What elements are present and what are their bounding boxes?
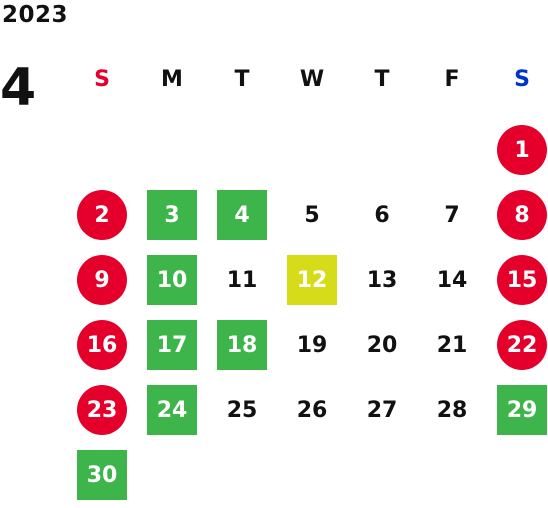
calendar-day-24[interactable]: 24 bbox=[137, 378, 207, 443]
calendar-day-8[interactable]: 8 bbox=[487, 183, 548, 248]
month-number: 4 bbox=[0, 58, 37, 118]
day-number: 23 bbox=[77, 385, 127, 435]
day-number: 24 bbox=[147, 385, 197, 435]
day-number: 4 bbox=[217, 190, 267, 240]
weekday-friday: F bbox=[444, 67, 460, 92]
calendar-day-25[interactable]: 25 bbox=[207, 378, 277, 443]
day-number: 30 bbox=[77, 450, 127, 500]
calendar-day-27[interactable]: 27 bbox=[347, 378, 417, 443]
calendar-day-20[interactable]: 20 bbox=[347, 313, 417, 378]
day-number: 20 bbox=[366, 332, 398, 358]
day-number: 9 bbox=[77, 255, 127, 305]
calendar-day-6[interactable]: 6 bbox=[347, 183, 417, 248]
weekday-thursday: T bbox=[374, 67, 390, 92]
calendar-day-4[interactable]: 4 bbox=[207, 183, 277, 248]
day-number: 1 bbox=[497, 125, 547, 175]
day-number: 12 bbox=[287, 255, 337, 305]
day-number: 2 bbox=[77, 190, 127, 240]
calendar-day-21[interactable]: 21 bbox=[417, 313, 487, 378]
calendar-day-3[interactable]: 3 bbox=[137, 183, 207, 248]
day-number: 18 bbox=[217, 320, 267, 370]
day-number: 29 bbox=[497, 385, 547, 435]
day-number: 10 bbox=[147, 255, 197, 305]
calendar-day-12[interactable]: 12 bbox=[277, 248, 347, 313]
calendar-day-1[interactable]: 1 bbox=[487, 118, 548, 183]
day-number: 27 bbox=[366, 397, 398, 423]
calendar-day-22[interactable]: 22 bbox=[487, 313, 548, 378]
day-number: 8 bbox=[497, 190, 547, 240]
calendar-day-23[interactable]: 23 bbox=[67, 378, 137, 443]
weekday-wednesday: W bbox=[299, 67, 325, 92]
weekday-saturday: S bbox=[514, 67, 530, 92]
day-number: 14 bbox=[436, 267, 468, 293]
weekday-tuesday: T bbox=[234, 67, 250, 92]
day-number: 13 bbox=[366, 267, 398, 293]
calendar-day-11[interactable]: 11 bbox=[207, 248, 277, 313]
day-number: 26 bbox=[296, 397, 328, 423]
day-number: 11 bbox=[226, 267, 258, 293]
weekday-monday: M bbox=[161, 67, 183, 92]
day-number: 21 bbox=[436, 332, 468, 358]
calendar-day-10[interactable]: 10 bbox=[137, 248, 207, 313]
calendar-day-15[interactable]: 15 bbox=[487, 248, 548, 313]
calendar-day-26[interactable]: 26 bbox=[277, 378, 347, 443]
day-number: 25 bbox=[226, 397, 258, 423]
day-number: 17 bbox=[147, 320, 197, 370]
day-number: 7 bbox=[444, 202, 460, 228]
calendar-day-17[interactable]: 17 bbox=[137, 313, 207, 378]
calendar-day-2[interactable]: 2 bbox=[67, 183, 137, 248]
calendar-day-28[interactable]: 28 bbox=[417, 378, 487, 443]
calendar-day-13[interactable]: 13 bbox=[347, 248, 417, 313]
calendar-day-19[interactable]: 19 bbox=[277, 313, 347, 378]
calendar-day-18[interactable]: 18 bbox=[207, 313, 277, 378]
calendar-day-7[interactable]: 7 bbox=[417, 183, 487, 248]
calendar-day-5[interactable]: 5 bbox=[277, 183, 347, 248]
calendar-day-30[interactable]: 30 bbox=[67, 443, 137, 508]
day-number: 6 bbox=[374, 202, 390, 228]
calendar-day-29[interactable]: 29 bbox=[487, 378, 548, 443]
day-number: 28 bbox=[436, 397, 468, 423]
calendar-day-16[interactable]: 16 bbox=[67, 313, 137, 378]
day-number: 3 bbox=[147, 190, 197, 240]
calendar-day-14[interactable]: 14 bbox=[417, 248, 487, 313]
day-number: 22 bbox=[497, 320, 547, 370]
year-label: 2023 bbox=[2, 2, 69, 28]
calendar-day-9[interactable]: 9 bbox=[67, 248, 137, 313]
day-number: 16 bbox=[77, 320, 127, 370]
day-number: 19 bbox=[296, 332, 328, 358]
weekday-sunday: S bbox=[94, 67, 110, 92]
weekday-header: S M T W T F S bbox=[67, 62, 548, 98]
day-number: 15 bbox=[497, 255, 547, 305]
day-number: 5 bbox=[304, 202, 320, 228]
